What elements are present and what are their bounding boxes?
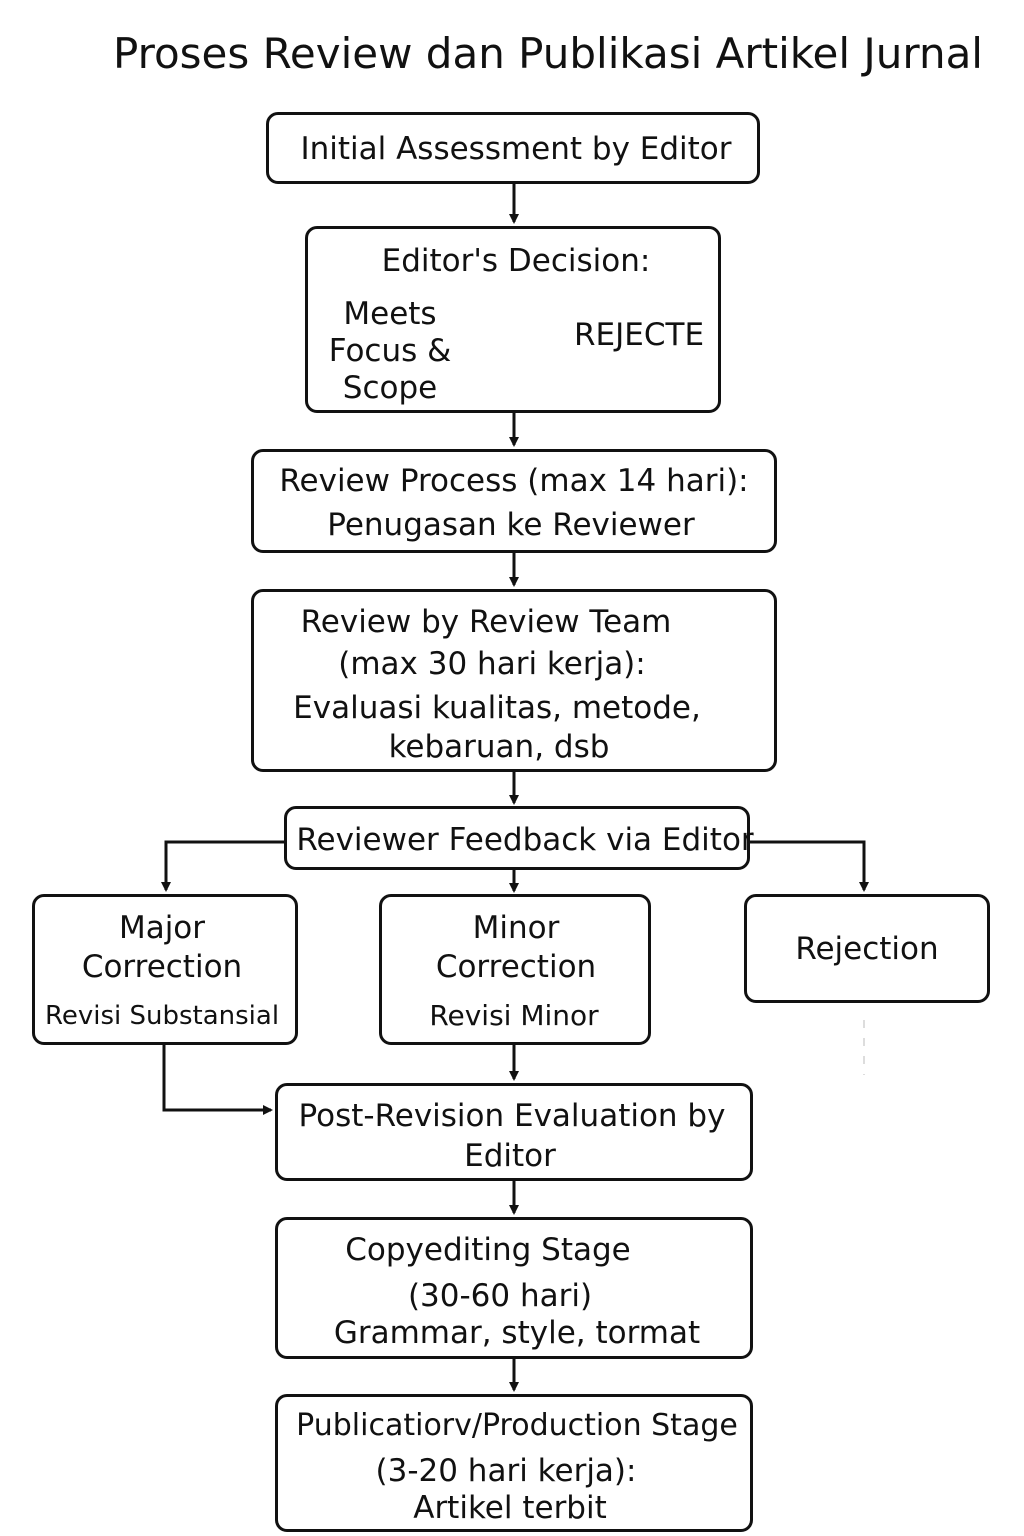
minor-correction-sub: Revisi Minor: [429, 999, 599, 1032]
arrow-feedback-to-rejection: [750, 840, 869, 892]
arrow-feedback-to-major: [161, 840, 286, 892]
decision-outcome-label: REJECTE: [574, 317, 705, 353]
reviewer-feedback-box: Reviewer Feedback via Editor: [284, 806, 754, 870]
publication-line-2: (3-20 hari kerja):: [375, 1453, 637, 1489]
minor-correction-line-1: Minor: [472, 910, 560, 946]
review-team-line-4: kebaruan, dsb: [388, 729, 610, 765]
major-correction-line-1: Major: [118, 910, 206, 946]
copyediting-line-3: Grammar, style, tormat: [333, 1315, 701, 1351]
major-correction-sub: Revisi Substansial: [44, 1001, 280, 1031]
copyediting-box: Copyediting Stage (30-60 hari) Grammar, …: [275, 1217, 753, 1359]
decision-criteria-line-1: Meets: [343, 296, 437, 332]
publication-line-3: Artikel terbit: [413, 1490, 607, 1526]
copyediting-line-1: Copyediting Stage: [345, 1232, 631, 1268]
reviewer-feedback-label: Reviewer Feedback via Editor: [296, 822, 754, 858]
review-team-line-1: Review by Review Team: [300, 604, 672, 640]
initial-assessment-label: Initial Assessment by Editor: [300, 131, 732, 167]
post-revision-line-1: Post-Revision Evaluation by: [298, 1098, 726, 1134]
rejection-label: Rejection: [795, 931, 939, 967]
title-text: Proses Review dan Publikasi Artikel Jurn…: [113, 29, 983, 78]
arrow-major-to-post-revision: [162, 1045, 273, 1115]
initial-assessment-box: Initial Assessment by Editor: [266, 112, 760, 184]
review-process-line-1: Review Process (max 14 hari):: [279, 463, 749, 499]
review-process-box: Review Process (max 14 hari): Penugasan …: [251, 449, 777, 553]
major-correction-box: Major Correction Revisi Substansial: [32, 894, 298, 1045]
review-process-line-2: Penugasan ke Reviewer: [327, 507, 695, 543]
publication-box: Publicatiorv/Production Stage (3-20 hari…: [275, 1394, 753, 1532]
page-title: Proses Review dan Publikasi Artikel Jurn…: [0, 28, 1024, 80]
minor-correction-line-2: Correction: [435, 949, 597, 985]
post-revision-box: Post-Revision Evaluation by Editor: [275, 1083, 753, 1181]
decision-criteria-line-2: Focus &: [328, 333, 452, 369]
review-team-line-2: (max 30 hari kerja):: [338, 646, 646, 682]
review-team-line-3: Evaluasi kualitas, metode,: [293, 690, 701, 726]
copyediting-line-2: (30-60 hari): [407, 1278, 593, 1314]
post-revision-line-2: Editor: [464, 1138, 556, 1174]
major-correction-line-2: Correction: [81, 949, 243, 985]
review-team-box: Review by Review Team (max 30 hari kerja…: [251, 589, 777, 772]
publication-line-1: Publicatiorv/Production Stage: [296, 1408, 738, 1443]
rejection-box: Rejection: [744, 894, 990, 1003]
editor-decision-box: Editor's Decision: Meets Focus & Scope R…: [305, 226, 721, 413]
editor-decision-heading: Editor's Decision:: [381, 243, 651, 279]
minor-correction-box: Minor Correction Revisi Minor: [379, 894, 651, 1045]
decision-criteria-line-3: Scope: [342, 370, 438, 406]
